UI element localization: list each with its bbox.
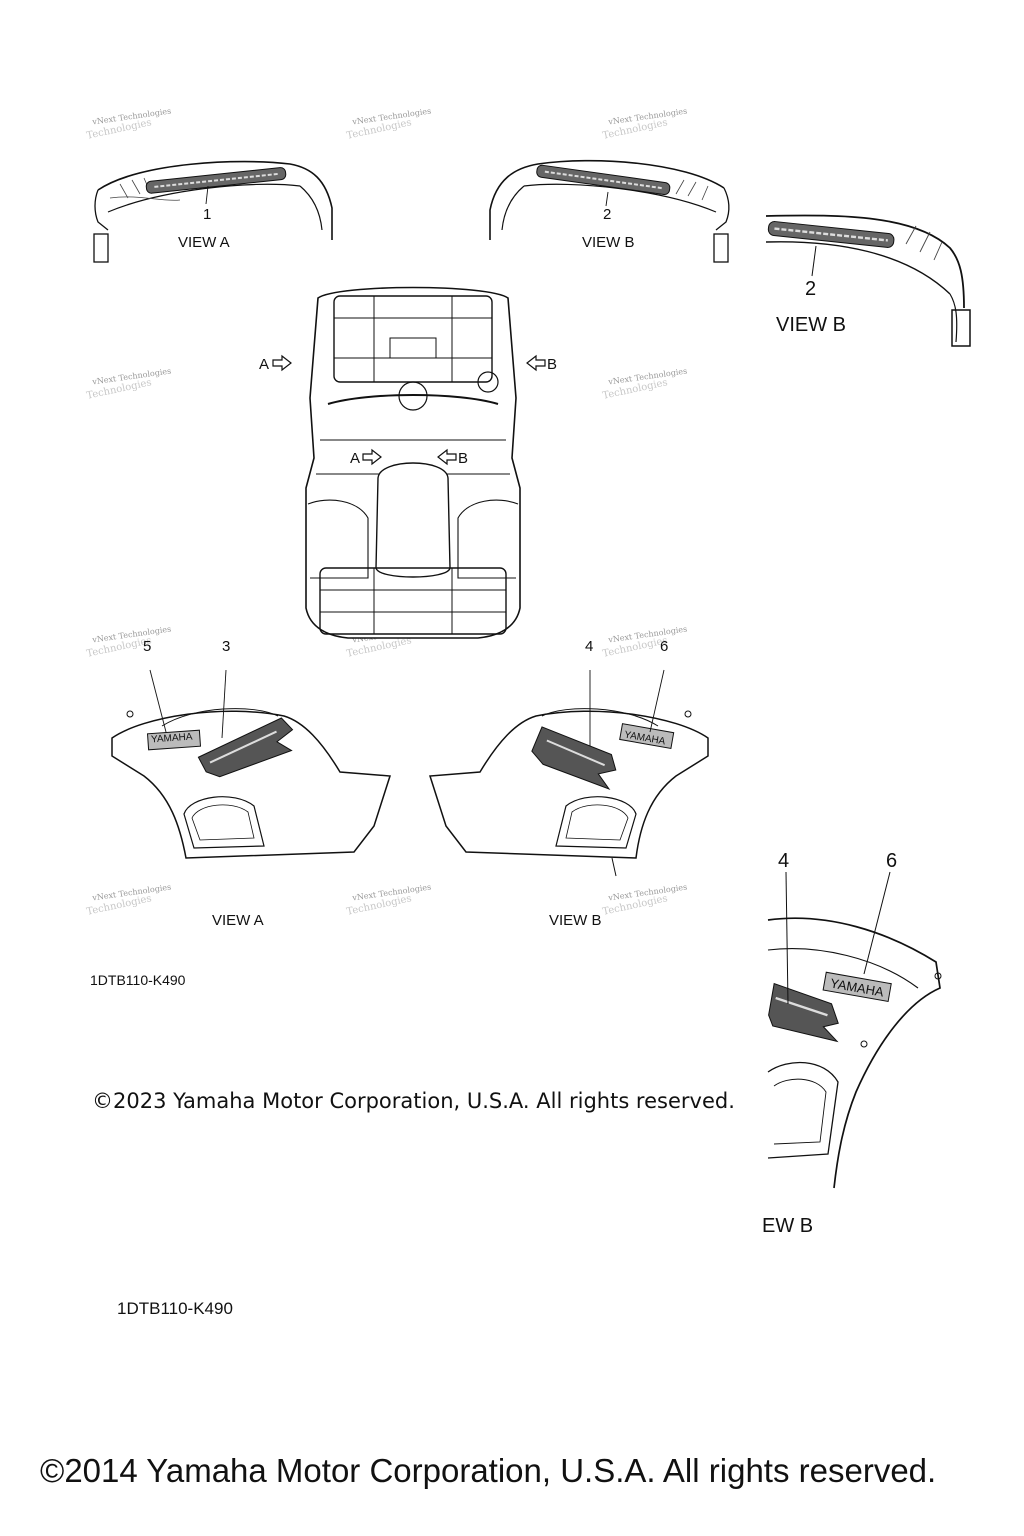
arrow-a-label: A: [350, 450, 361, 467]
atv-top-view-drawing: [305, 286, 521, 639]
callout-2: 2: [603, 206, 612, 223]
side-cover-view-b-enlarged-drawing: [767, 871, 942, 1189]
side-cover-view-a-drawing: [111, 669, 392, 859]
front-fender-view-b-enlarged-drawing: [765, 214, 971, 347]
grizzly-logo-decal: [197, 717, 294, 778]
yamaha-decal: [822, 971, 892, 1003]
part-code: 1DTB110-K490: [90, 972, 186, 988]
callout-5: 5: [143, 638, 152, 655]
view-b-label: VIEW B: [549, 912, 602, 929]
callout-2: 2: [805, 278, 817, 300]
arrow-right-icon: [272, 354, 292, 372]
arrow-b-label: B: [458, 450, 469, 467]
grizzly-logo-decal: [768, 982, 839, 1043]
view-a-label: VIEW A: [212, 912, 264, 929]
fender-decal: [145, 167, 287, 194]
arrow-b-label: B: [547, 356, 558, 373]
arrow-right-icon: [362, 448, 382, 466]
callout-6: 6: [660, 638, 669, 655]
view-b-label: VIEW B: [776, 314, 847, 336]
arrow-a-label: A: [259, 356, 270, 373]
arrow-left-icon: [526, 354, 546, 372]
grizzly-logo-decal: [531, 726, 617, 791]
callout-4: 4: [778, 850, 790, 872]
front-fender-view-b-drawing: [489, 159, 730, 263]
callout-6: 6: [886, 850, 898, 872]
yamaha-decal: [619, 723, 675, 750]
yamaha-decal: [146, 729, 202, 751]
view-b-label: VIEW B: [582, 234, 635, 251]
arrow-left-icon: [437, 448, 457, 466]
copyright-2023: ©2023 Yamaha Motor Corporation, U.S.A. A…: [92, 1089, 735, 1113]
callout-3: 3: [222, 638, 231, 655]
side-cover-view-b-drawing: [428, 669, 709, 877]
view-b-partial-label: EW B: [762, 1215, 814, 1237]
front-fender-view-a-drawing: [93, 160, 333, 263]
fender-decal: [536, 164, 671, 195]
callout-1: 1: [203, 206, 212, 223]
view-a-label: VIEW A: [178, 234, 230, 251]
callout-4: 4: [585, 638, 594, 655]
part-code-large: 1DTB110-K490: [117, 1299, 233, 1318]
fender-decal: [767, 221, 895, 248]
copyright-2014: ©2014 Yamaha Motor Corporation, U.S.A. A…: [40, 1452, 937, 1489]
